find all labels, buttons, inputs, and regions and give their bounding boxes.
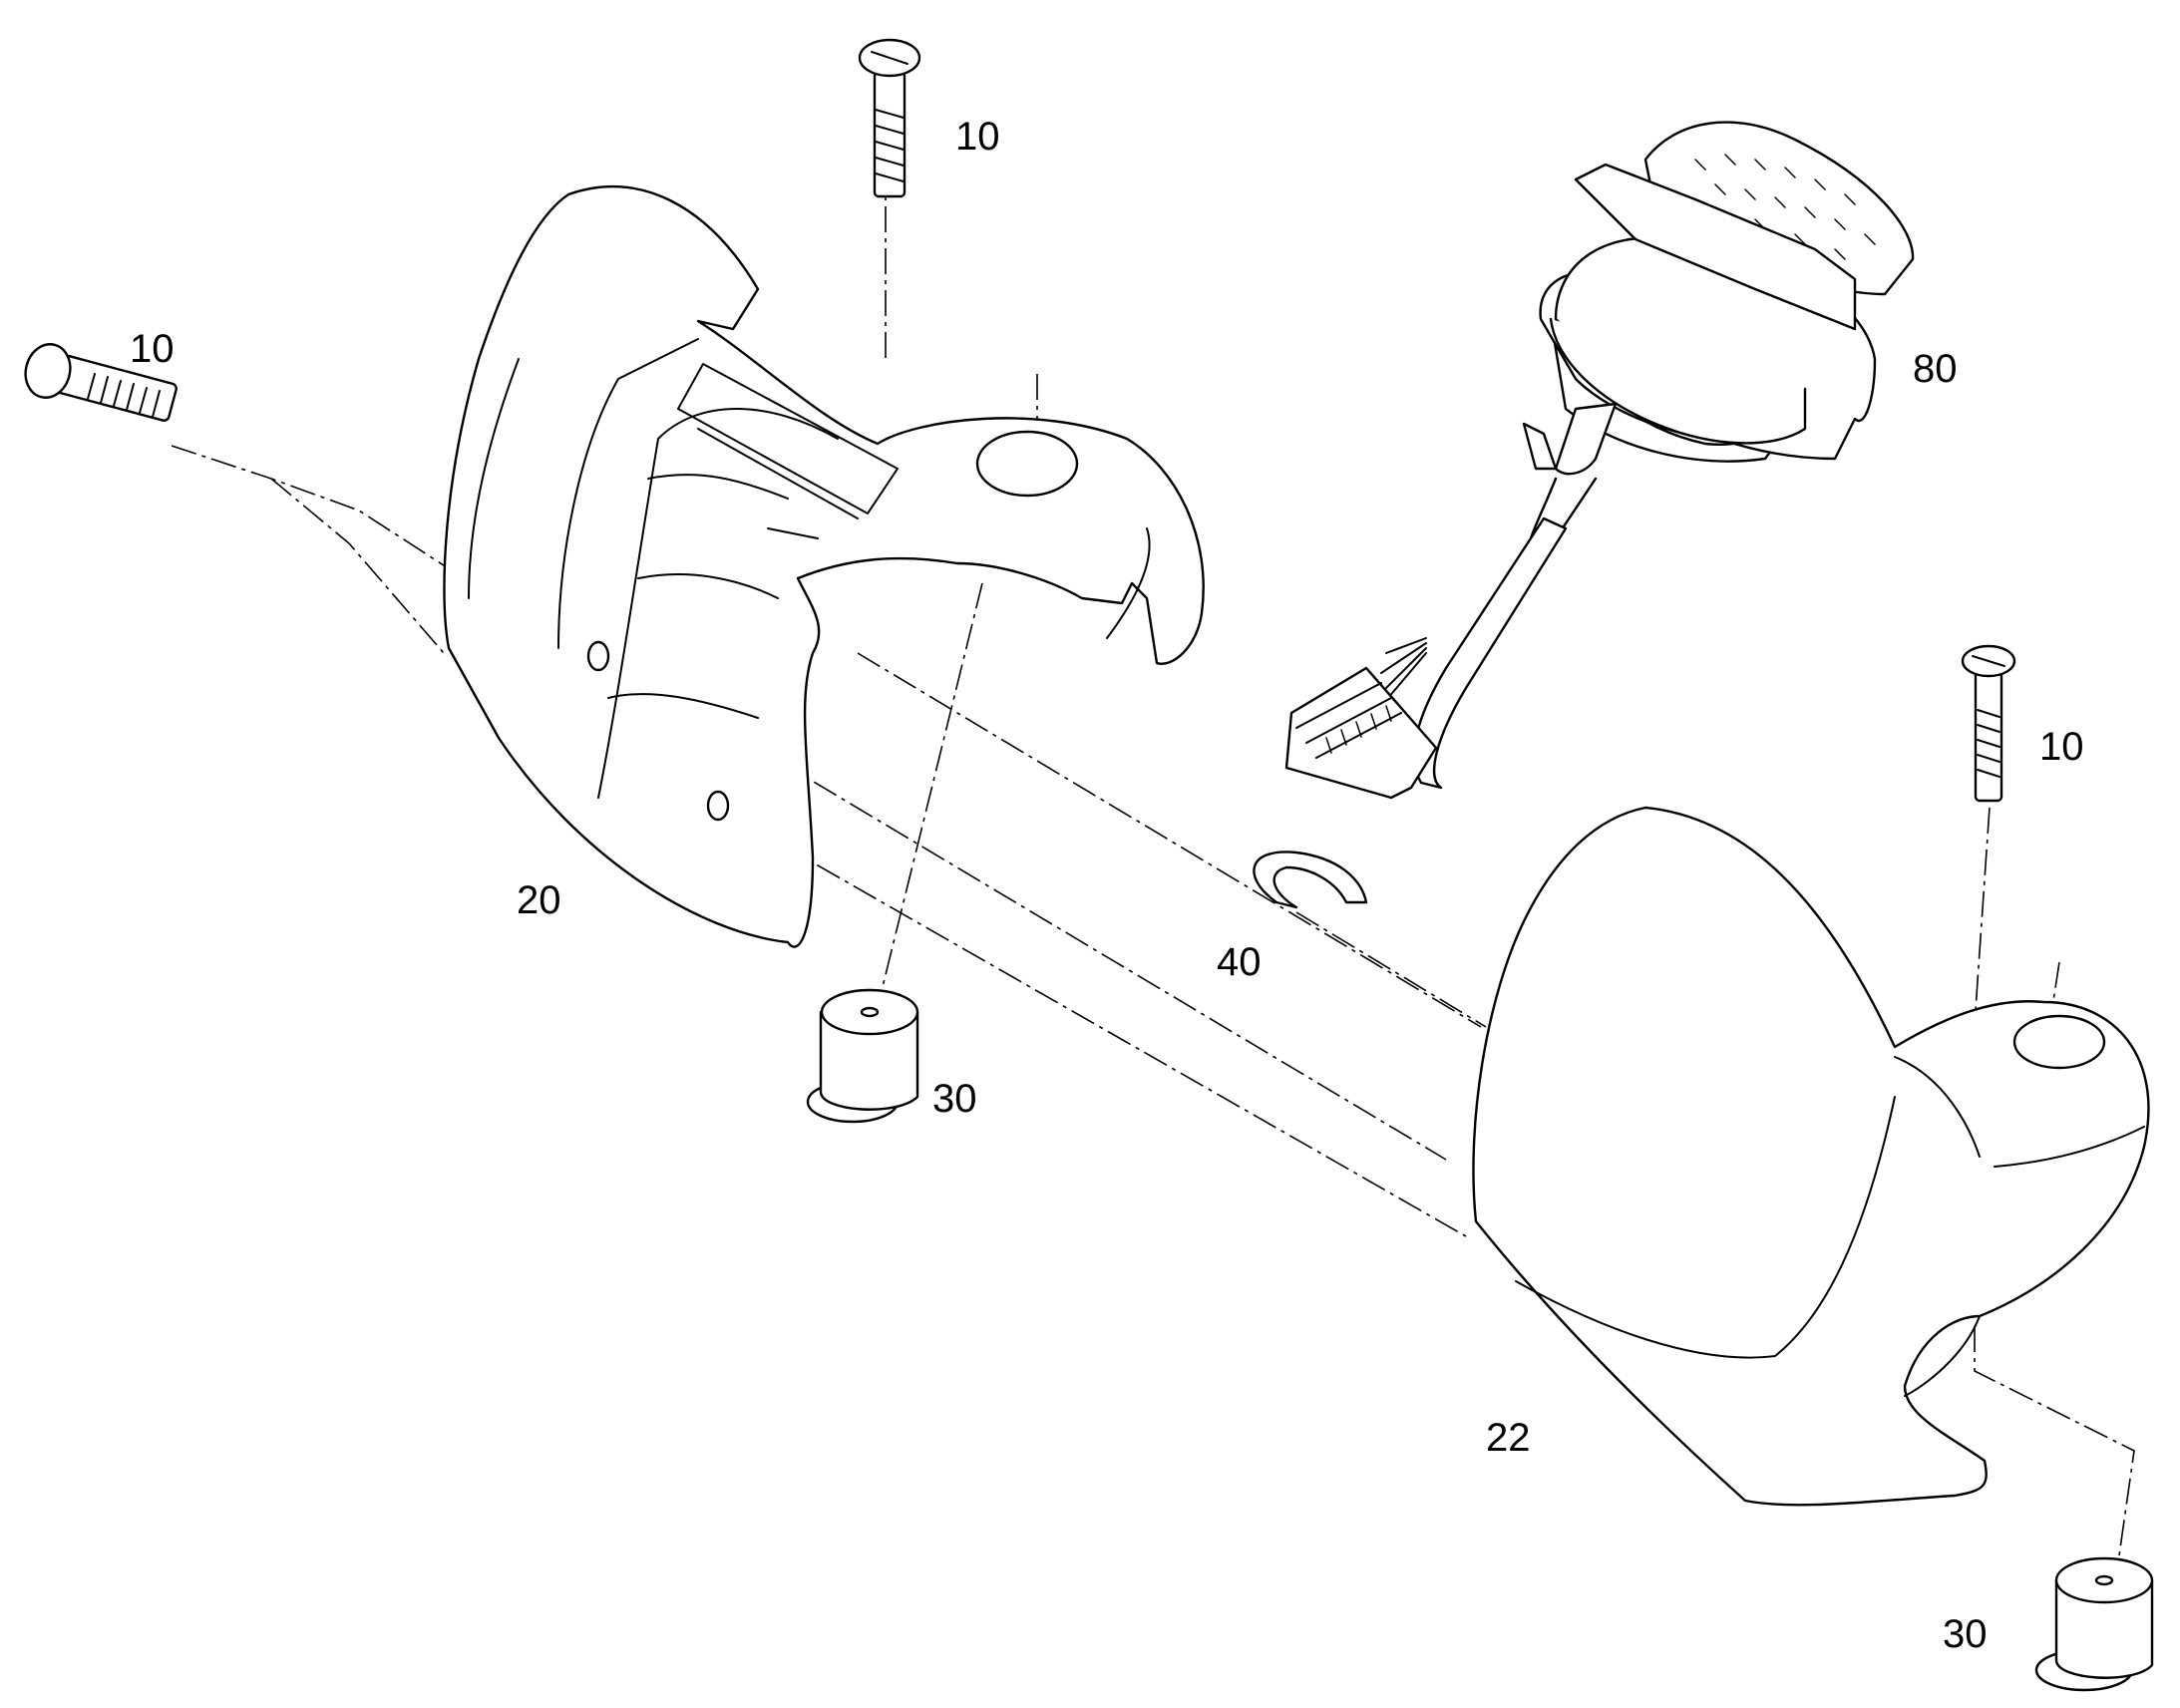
screw-right (1961, 644, 2016, 803)
callout-screw-left: 10 (130, 327, 175, 371)
housing-right (1472, 806, 2150, 1507)
callout-housing-left: 20 (517, 878, 561, 922)
screw-left (24, 343, 178, 422)
bushing-left (806, 988, 919, 1124)
housing-left (443, 184, 1205, 948)
callout-clip: 40 (1217, 940, 1262, 984)
e-clip (1253, 851, 1368, 909)
callout-knob-assembly: 80 (1913, 347, 1958, 391)
assembly-axis-lines (171, 81, 2135, 1556)
bushing-right (2034, 1556, 2154, 1692)
callout-labels: 10 10 10 20 22 30 30 40 80 (130, 115, 2084, 1656)
cable-connector (1284, 422, 1568, 800)
callout-housing-right: 22 (1486, 1416, 1531, 1460)
knob-assembly (1526, 121, 1915, 570)
callout-bushing-left: 30 (932, 1077, 977, 1121)
callout-screw-top: 10 (955, 115, 1000, 159)
callout-screw-right: 10 (2039, 725, 2084, 769)
screw-top (858, 38, 921, 198)
callout-bushing-right: 30 (1943, 1612, 1988, 1656)
